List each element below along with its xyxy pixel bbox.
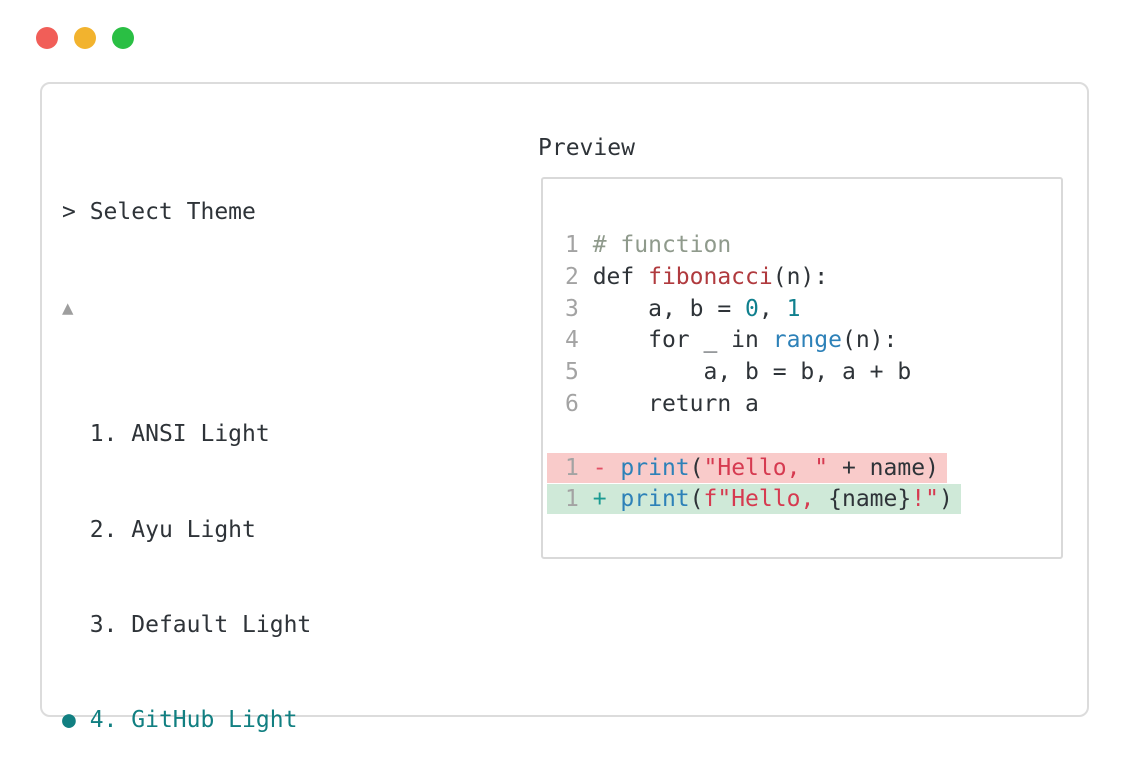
code-line-1: 1 # function (565, 232, 732, 258)
zoom-window-icon[interactable] (112, 27, 134, 49)
theme-item-ansi-light[interactable]: 1. ANSI Light (75, 421, 270, 448)
theme-picker-left-column: > Select Theme ▲ 1. ANSI Light 2. Ayu Li… (62, 133, 879, 757)
scroll-up-icon: ▲ (62, 296, 74, 319)
close-window-icon[interactable] (36, 27, 58, 49)
code-line-3: 3 a, b = 0, 1 (565, 295, 801, 322)
preview-pane: 1 # function 2 def fibonacci(n): 3 a, b … (541, 177, 1063, 559)
diff-added-line: 1 + print(f"Hello, {name}!") (547, 484, 1061, 516)
window-controls (36, 27, 134, 49)
preview-title: Preview (538, 135, 635, 161)
theme-item-github-light-selected[interactable]: ● 4. GitHub Light (62, 707, 298, 734)
select-theme-prompt: > Select Theme (62, 198, 256, 225)
code-line-6: 6 return a (565, 390, 759, 417)
diff-minus-marker: - (592, 454, 621, 481)
code-line-2: 2 def fibonacci(n): (565, 263, 829, 290)
code-line-4: 4 for _ in range(n): (565, 327, 898, 354)
scroll-up-indicator[interactable]: ▲ (62, 292, 879, 324)
diff-plus-marker: + (592, 486, 621, 513)
spacer (565, 421, 1061, 453)
selected-bullet-icon: ● (62, 707, 76, 734)
diff-removed-line: 1 - print("Hello, " + name) (547, 452, 1061, 485)
theme-item-default-light[interactable]: 3. Default Light (75, 611, 312, 638)
minimize-window-icon[interactable] (74, 27, 96, 49)
code-line-5: 5 a, b = b, a + b (565, 359, 912, 386)
theme-item-ayu-light[interactable]: 2. Ayu Light (75, 516, 256, 543)
